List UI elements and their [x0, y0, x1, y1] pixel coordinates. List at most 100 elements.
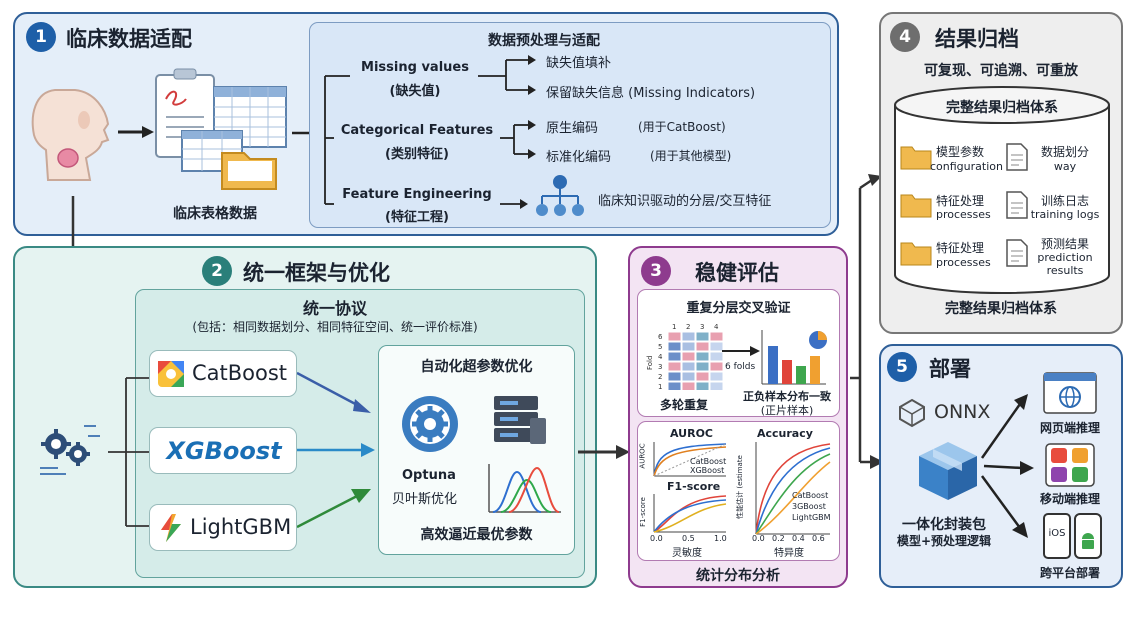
balance-sub: (正片样本) — [760, 404, 814, 417]
optuna-label: Optuna — [402, 468, 456, 483]
categorical-zh: (类别特征) — [385, 147, 449, 162]
fold-row-label: 2 — [658, 373, 662, 381]
folder-icon — [900, 146, 932, 170]
accuracy-xlabel: 特异度 — [774, 548, 804, 559]
xgboost-model-card[interactable]: XGBoost — [149, 427, 297, 474]
section-4-number: 4 — [890, 22, 920, 52]
accuracy-legend-3gboost: 3GBoost — [792, 502, 826, 511]
xgboost-label: XGBoost — [166, 437, 282, 465]
document-icon — [1006, 191, 1028, 219]
section-4-footer: 完整结果归档体系 — [945, 301, 1057, 317]
section-5-title: 部署 — [929, 357, 971, 381]
hpo-footer: 高效逼近最优参数 — [420, 527, 533, 543]
optuna-gear-icon — [402, 396, 458, 452]
section-2-number: 2 — [202, 256, 232, 286]
fold-col-label: 2 — [686, 323, 690, 331]
archive-item-en: processes — [936, 256, 991, 269]
protocol-subtitle: (包括：相同数据划分、相同特征空间、统一评价标准) — [192, 320, 478, 334]
cross-platform-label: 跨平台部署 — [1039, 566, 1100, 580]
web-browser-icon — [1043, 372, 1097, 414]
feature-engineering-desc: 临床知识驱动的分层/交互特征 — [598, 194, 772, 209]
f1-xtick: 0.0 — [650, 534, 663, 543]
section-1-number: 1 — [26, 22, 56, 52]
clinical-table-label: 临床表格数据 — [173, 206, 257, 222]
fold-row-label: 3 — [658, 363, 662, 371]
accuracy-title: Accuracy — [757, 427, 813, 440]
metrics-box — [637, 421, 840, 561]
fold-cell — [709, 381, 724, 390]
fold-cell — [709, 371, 724, 382]
gear-workflow-icon — [40, 425, 100, 475]
fold-cell — [695, 381, 710, 390]
accuracy-xtick: 0.6 — [812, 534, 825, 543]
server-icon — [494, 396, 546, 444]
android-phone-icon — [1074, 513, 1102, 559]
fold-cell — [695, 351, 710, 362]
mobile-inference-label: 移动端推理 — [1039, 492, 1100, 506]
f1-xtick: 1.0 — [714, 534, 727, 543]
mobile-apps-icon — [1045, 443, 1095, 487]
f1-plot — [653, 494, 727, 533]
onnx-logo-icon — [899, 398, 925, 428]
auroc-legend-catboost: CatBoost — [690, 457, 727, 466]
fold-cell — [695, 361, 710, 372]
lightgbm-model-card[interactable]: LightGBM — [149, 504, 297, 551]
fold-axis-label: Fold — [646, 356, 654, 370]
archive-item-zh: 数据划分 — [1040, 145, 1089, 159]
archive-item-zh: 训练日志 — [1040, 194, 1089, 208]
fold-cell — [681, 361, 696, 372]
fold-col-label: 1 — [672, 323, 676, 331]
onnx-label: ONNX — [934, 401, 991, 423]
feature-engineering-label: Feature Engineering — [342, 187, 492, 202]
fold-cell — [667, 381, 682, 390]
package-box-icon — [919, 442, 977, 500]
fold-cell — [681, 381, 696, 390]
preprocessing-connectors — [324, 55, 536, 209]
fold-cell — [709, 331, 724, 342]
categorical-label: Categorical Features — [340, 123, 494, 138]
folder-icon — [900, 194, 932, 218]
archive-item-zh: 特征处理 — [936, 241, 985, 255]
clinical-table-icon — [155, 68, 287, 190]
feature-engineering-zh: (特征工程) — [385, 210, 449, 225]
accuracy-xtick: 0.0 — [752, 534, 765, 543]
fold-row-label: 5 — [658, 343, 662, 351]
section-4-title: 结果归档 — [935, 27, 1019, 51]
model-branch-connectors — [108, 377, 152, 527]
auroc-ylabel: AUROC — [638, 443, 647, 469]
fold-row-label: 1 — [658, 383, 662, 390]
archive-cylinder — [894, 86, 1110, 294]
section-3-title: 稳健评估 — [695, 261, 779, 285]
f1-xlabel: 灵敏度 — [672, 548, 702, 559]
fold-cell — [681, 351, 696, 362]
accuracy-xtick: 0.2 — [772, 534, 785, 543]
missing-values-zh: (缺失值) — [389, 84, 441, 99]
missing-impute: 缺失值填补 — [546, 56, 612, 71]
preprocessing-box — [309, 22, 831, 228]
fold-cell — [709, 361, 724, 372]
fold-cell — [681, 371, 696, 382]
archive-item-zh: 模型参数 — [936, 145, 985, 159]
hpo-title: 自动化超参数优化 — [420, 359, 533, 375]
protocol-title: 统一协议 — [302, 299, 367, 318]
accuracy-legend-lightgbm: LightGBM — [792, 513, 831, 522]
fold-row-label: 4 — [658, 353, 663, 361]
deploy-arrows — [980, 394, 1034, 538]
fold-cell — [681, 341, 696, 352]
fold-cell — [709, 351, 724, 362]
f1-xtick: 0.5 — [682, 534, 695, 543]
fold-cell — [695, 341, 710, 352]
repeat-label: 多轮重复 — [660, 398, 709, 412]
section-5-number: 5 — [887, 352, 917, 382]
archive-item-en: training logs — [1030, 208, 1100, 221]
fold-cell — [667, 371, 682, 382]
catboost-model-card[interactable]: CatBoost — [149, 350, 297, 397]
catboost-label: CatBoost — [192, 361, 288, 385]
archive-item-en: configuration — [930, 160, 1003, 173]
catboost-logo-icon — [158, 361, 184, 387]
lightgbm-label: LightGBM — [190, 515, 292, 539]
section-3-footer: 统计分布分析 — [696, 568, 780, 584]
ios-label: iOS — [1048, 528, 1066, 539]
section-1-title: 临床数据适配 — [66, 27, 192, 51]
accuracy-legend-catboost: CatBoost — [792, 491, 829, 500]
